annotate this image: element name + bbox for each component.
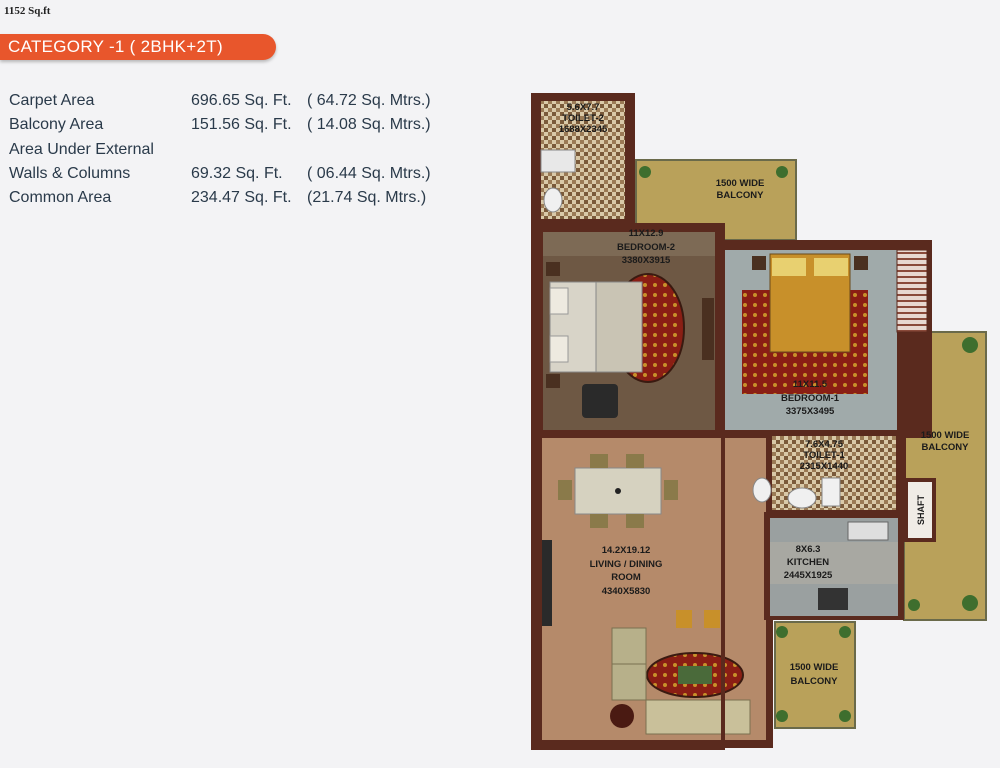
area-label: Balcony Area (9, 116, 104, 134)
total-area: 1152 Sq.ft (4, 5, 51, 17)
area-label: Walls & Columns (9, 164, 131, 182)
toilet-2-name: TOILET-2 (562, 113, 604, 124)
balcony-top-line1: 1500 WIDE (716, 178, 765, 189)
toilet-1 (752, 430, 906, 514)
area-sqm: ( 06.44 Sq. Mtrs.) (307, 164, 431, 182)
category-banner: CATEGORY -1 ( 2BHK+2T) (0, 34, 276, 60)
kitchen (764, 512, 904, 620)
shaft-label: SHAFT (916, 495, 926, 525)
balcony-right-line1: 1500 WIDE (921, 430, 970, 441)
toilet-2-dims: 5.6X7.7 (567, 102, 600, 113)
balcony-bottom-line2: BALCONY (791, 676, 839, 687)
kitchen-mm: 2445X1925 (784, 570, 833, 581)
living-dining-room (533, 430, 773, 748)
balcony-top-line2: BALCONY (717, 190, 765, 201)
area-sqft: 151.56 Sq. Ft. (191, 116, 292, 134)
area-sqft: 69.32 Sq. Ft. (191, 164, 283, 182)
kitchen-name: KITCHEN (787, 557, 829, 568)
bedroom-1-dims: 11X11.5 (793, 379, 828, 390)
balcony-bottom-line1: 1500 WIDE (790, 662, 839, 673)
toilet-1-name: TOILET-1 (803, 450, 845, 461)
toilet-2-mm: 1688X2345 (559, 124, 608, 135)
area-sqm: ( 14.08 Sq. Mtrs.) (307, 116, 431, 134)
area-sqm: (21.74 Sq. Mtrs.) (307, 189, 427, 207)
balcony-bottom (774, 621, 856, 729)
toilet-1-dims: 7.6X4.75 (805, 439, 844, 450)
bedroom-2 (533, 225, 723, 437)
shaft (904, 478, 936, 542)
bedroom-2-name: BEDROOM-2 (617, 242, 675, 253)
area-sqft: 234.47 Sq. Ft. (191, 189, 292, 207)
bedroom-2-dims: 11X12.9 (629, 228, 664, 239)
bedroom-2-mm: 3380X3915 (622, 255, 671, 266)
area-sqft: 696.65 Sq. Ft. (191, 92, 292, 109)
bedroom-1 (718, 240, 932, 438)
balcony-right-line2: BALCONY (922, 442, 970, 453)
area-label: Carpet Area (9, 92, 95, 109)
living-name-1: LIVING / DINING (590, 559, 663, 570)
area-label: Area Under External (9, 140, 154, 158)
living-mm: 4340X5830 (602, 586, 651, 597)
bedroom-1-name: BEDROOM-1 (781, 393, 840, 404)
living-name-2: ROOM (611, 572, 641, 583)
toilet-2 (533, 95, 633, 225)
kitchen-dims: 8X6.3 (796, 544, 821, 555)
living-dims: 14.2X19.12 (602, 545, 651, 556)
area-label: Common Area (9, 189, 112, 207)
toilet-1-mm: 2315X1440 (800, 461, 849, 472)
area-sqm: ( 64.72 Sq. Mtrs.) (307, 92, 431, 109)
bedroom-1-mm: 3375X3495 (786, 406, 835, 417)
